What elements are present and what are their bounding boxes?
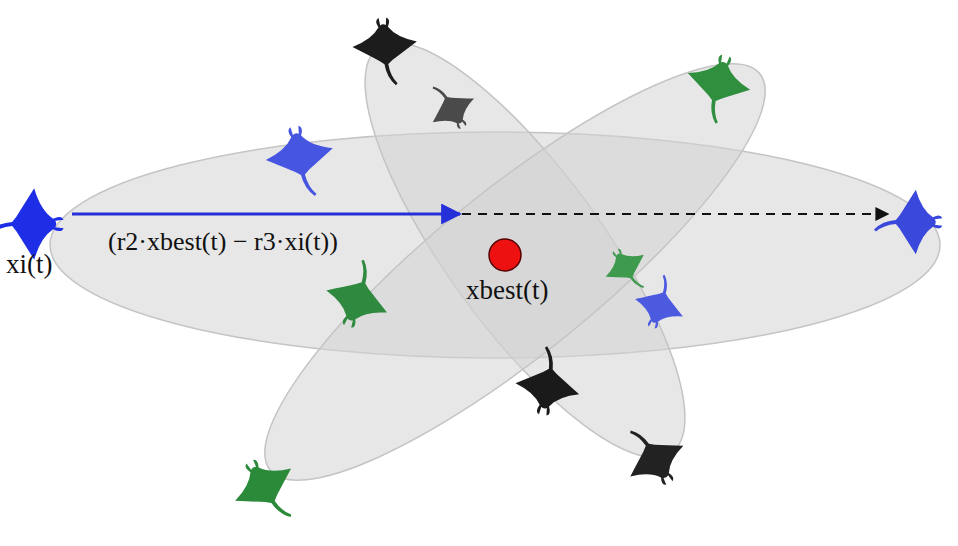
position-label: xi(t) xyxy=(6,250,53,280)
position-label: xbest(t) xyxy=(466,276,548,306)
movement-arrows xyxy=(72,214,888,215)
best-position xyxy=(489,239,521,271)
arrow-label: (r2·xbest(t) − r3·xi(t)) xyxy=(108,228,338,257)
orbit-ellipses xyxy=(50,2,940,534)
manta-rays xyxy=(0,15,942,537)
